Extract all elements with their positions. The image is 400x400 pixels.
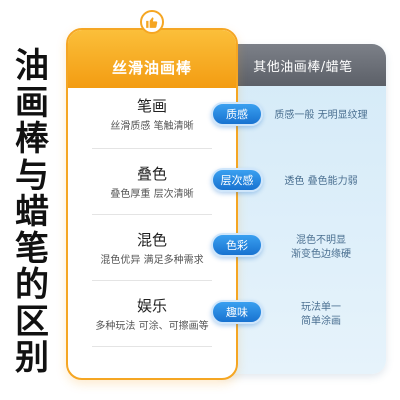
thumbs-up-icon bbox=[140, 10, 164, 34]
feature-row-fun: 娱乐 多种玩法 可涂、可擦画等 bbox=[66, 296, 238, 335]
comparison-header-smooth-label: 丝滑油画棒 bbox=[111, 59, 192, 77]
comparison-header-other: 其他油画棒/蜡笔 bbox=[214, 44, 386, 86]
feature-desc-other: 透色 叠色能力弱 bbox=[262, 175, 380, 189]
side-title: 油 画 棒 与 蜡 笔 的 区 别 bbox=[12, 48, 52, 377]
comparison-header-smooth: 丝滑油画棒 bbox=[68, 30, 236, 88]
feature-desc-smooth: 混色优异 满足多种需求 bbox=[100, 255, 204, 266]
feature-title: 叠色 bbox=[136, 165, 167, 183]
feature-row-blending: 混色 混色优异 满足多种需求 bbox=[66, 230, 238, 269]
feature-desc-other: 混色不明显 渐变色边缘硬 bbox=[262, 234, 380, 262]
row-divider bbox=[92, 280, 212, 281]
comparison-panel-smooth: 丝滑油画棒 bbox=[66, 28, 238, 380]
side-title-char: 棒 bbox=[15, 119, 49, 159]
side-title-char: 油 bbox=[15, 46, 49, 86]
feature-desc-other-line: 玩法单一 bbox=[301, 302, 341, 313]
feature-title: 混色 bbox=[136, 231, 167, 249]
feature-row-layering: 叠色 叠色厚重 层次清晰 bbox=[66, 164, 238, 203]
feature-desc-other-line: 简单涂画 bbox=[301, 316, 341, 327]
row-divider bbox=[92, 346, 212, 347]
feature-desc-smooth: 丝滑质感 笔触清晰 bbox=[110, 121, 194, 132]
feature-pill: 层次感 bbox=[211, 168, 263, 192]
feature-row-stroke: 笔画 丝滑质感 笔触清晰 bbox=[66, 96, 238, 135]
feature-desc-other-line: 渐变色边缘硬 bbox=[291, 249, 351, 260]
side-title-char: 与 bbox=[15, 155, 49, 196]
comparison-header-other-label: 其他油画棒/蜡笔 bbox=[253, 59, 353, 75]
side-title-char: 区 bbox=[15, 301, 49, 342]
side-title-char: 画 bbox=[15, 82, 49, 123]
row-divider bbox=[92, 148, 212, 149]
feature-desc-smooth: 叠色厚重 层次清晰 bbox=[110, 189, 194, 200]
row-divider bbox=[92, 214, 212, 215]
feature-desc-other-line: 透色 叠色能力弱 bbox=[284, 176, 358, 187]
feature-desc-smooth: 多种玩法 可涂、可擦画等 bbox=[95, 321, 209, 332]
side-title-char: 的 bbox=[15, 265, 49, 305]
feature-desc-other-line: 质感一般 无明显纹理 bbox=[274, 110, 368, 121]
side-title-char: 笔 bbox=[15, 228, 49, 269]
feature-pill: 色彩 bbox=[211, 233, 263, 257]
feature-title: 娱乐 bbox=[136, 297, 167, 315]
feature-desc-other: 质感一般 无明显纹理 bbox=[262, 109, 380, 123]
feature-desc-other-line: 混色不明显 bbox=[296, 235, 346, 246]
feature-pill: 质感 bbox=[211, 102, 263, 126]
side-title-char: 别 bbox=[15, 338, 49, 378]
feature-desc-other: 玩法单一 简单涂画 bbox=[262, 301, 380, 329]
feature-title: 笔画 bbox=[136, 97, 167, 115]
feature-pill: 趣味 bbox=[211, 300, 263, 324]
side-title-char: 蜡 bbox=[15, 192, 49, 232]
